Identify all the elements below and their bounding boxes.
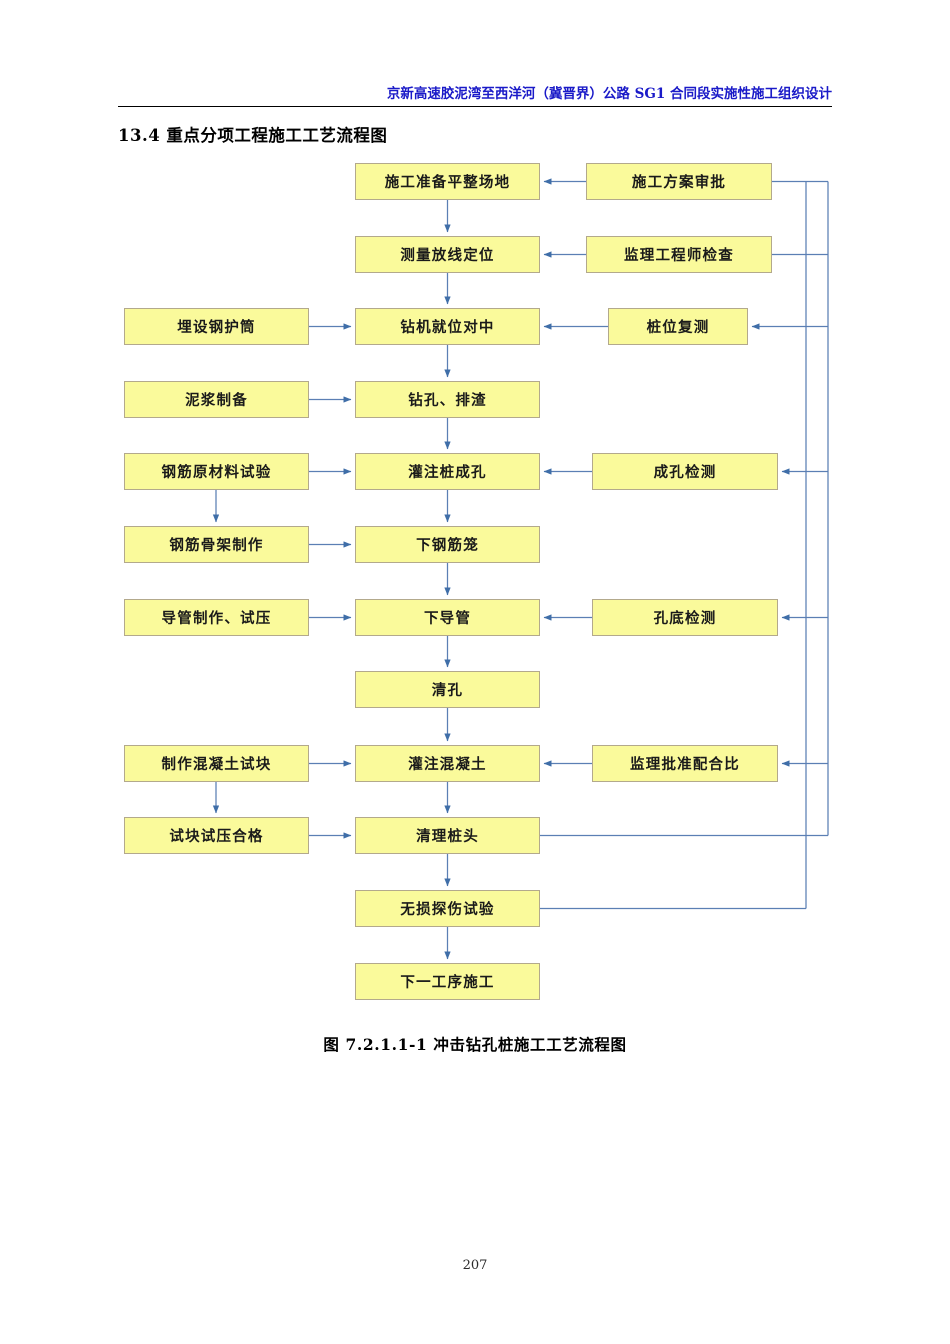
section-heading: 13.4 重点分项工程施工工艺流程图	[118, 126, 388, 145]
flow-node-m10: 清理桩头	[355, 817, 540, 854]
running-title: 京新高速胶泥湾至西洋河（冀晋界）公路 SG1 合同段实施性施工组织设计	[386, 86, 832, 102]
header-rule	[118, 106, 832, 108]
page-number: 207	[462, 1258, 488, 1273]
flow-node-m9: 灌注混凝土	[355, 745, 540, 782]
flow-node-l4: 钢筋骨架制作	[124, 526, 309, 563]
flow-node-m4: 钻孔、排渣	[355, 381, 540, 418]
process-flowchart: 施工准备平整场地测量放线定位钻机就位对中钻孔、排渣灌注桩成孔下钢筋笼下导管清孔灌…	[124, 163, 829, 1000]
figure-caption: 图 7.2.1.1-1 冲击钻孔桩施工工艺流程图	[323, 1035, 627, 1054]
flow-node-m12: 下一工序施工	[355, 963, 540, 1000]
flow-node-r3: 桩位复测	[608, 308, 748, 345]
flow-node-l7: 试块试压合格	[124, 817, 309, 854]
flow-node-m3: 钻机就位对中	[355, 308, 540, 345]
flow-node-m1: 施工准备平整场地	[355, 163, 540, 200]
page-header: 京新高速胶泥湾至西洋河（冀晋界）公路 SG1 合同段实施性施工组织设计	[118, 86, 832, 108]
flow-node-m6: 下钢筋笼	[355, 526, 540, 563]
flow-node-l3: 钢筋原材料试验	[124, 453, 309, 490]
flow-node-l5: 导管制作、试压	[124, 599, 309, 636]
flow-node-r6: 监理批准配合比	[592, 745, 778, 782]
flow-node-m11: 无损探伤试验	[355, 890, 540, 927]
flow-node-r5: 孔底检测	[592, 599, 778, 636]
flowchart-connectors	[212, 178, 829, 960]
flow-node-l2: 泥浆制备	[124, 381, 309, 418]
flow-node-r1: 施工方案审批	[586, 163, 772, 200]
flow-node-r4: 成孔检测	[592, 453, 778, 490]
flow-node-m5: 灌注桩成孔	[355, 453, 540, 490]
flow-node-l1: 埋设钢护筒	[124, 308, 309, 345]
flow-node-l6: 制作混凝土试块	[124, 745, 309, 782]
flow-node-m8: 清孔	[355, 671, 540, 708]
flow-node-r2: 监理工程师检查	[586, 236, 772, 273]
flow-node-m7: 下导管	[355, 599, 540, 636]
flow-node-m2: 测量放线定位	[355, 236, 540, 273]
